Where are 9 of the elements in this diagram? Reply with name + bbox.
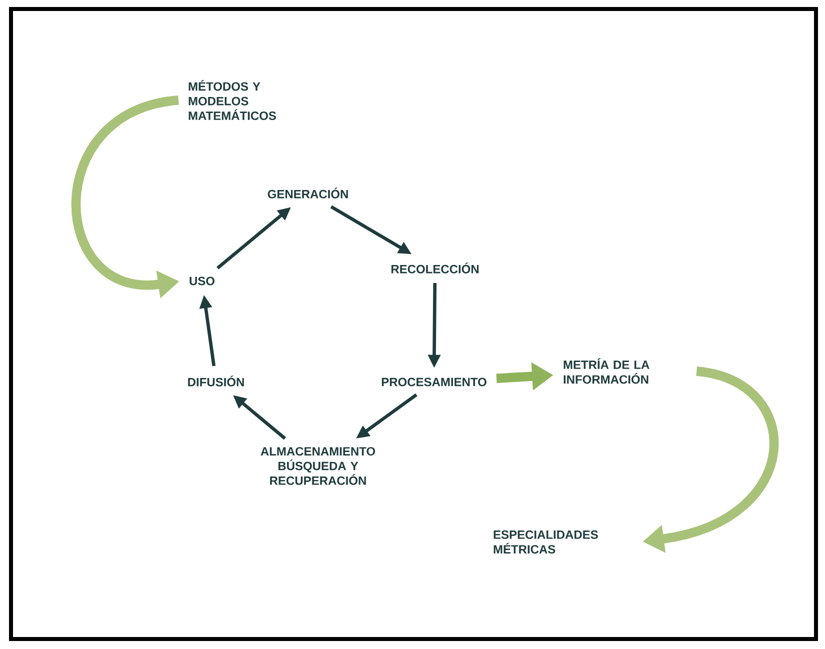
text-label: USO xyxy=(190,276,214,286)
text-label: PROCESAMIENTO xyxy=(382,378,486,386)
text-label: METRÍA DE LA INFORMACIÓN xyxy=(564,358,650,384)
text-label: ALMACENAMIENTO BÚSQUEDA Y RECUPERACIÓN xyxy=(260,447,376,485)
text-label: ESPECIALIDADES MÉTRICAS xyxy=(494,530,598,554)
text-label: GENERACIÓN xyxy=(268,188,348,198)
text-label: DIFUSIÓN xyxy=(188,376,244,386)
text-label: MÉTODOS Y MODELOS MATEMÁTICOS xyxy=(188,80,276,120)
text-label: RECOLECCIÓN xyxy=(391,262,479,274)
